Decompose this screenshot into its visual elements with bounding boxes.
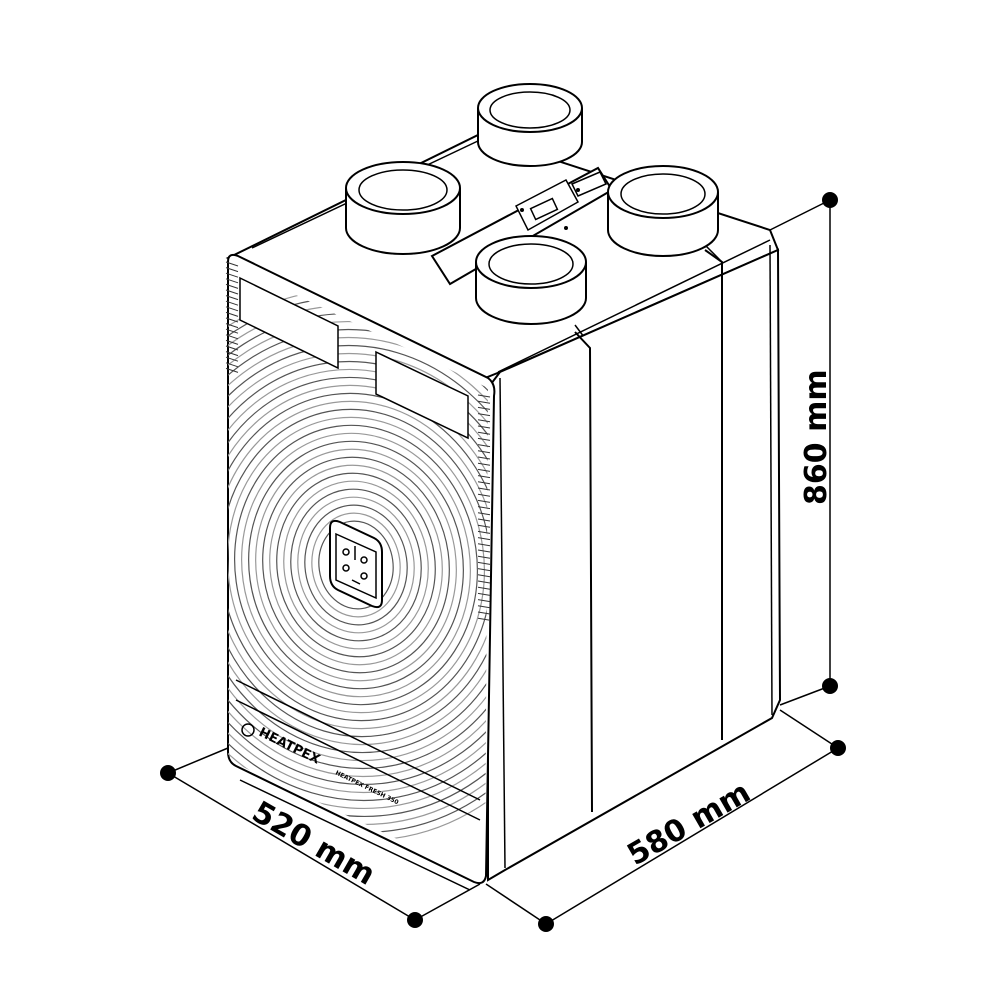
ring (228, 305, 488, 825)
ring (297, 496, 415, 634)
fin (225, 339, 239, 345)
fin (225, 362, 239, 368)
control-panel-icon[interactable] (329, 519, 383, 609)
fin (477, 568, 491, 572)
fin (477, 549, 491, 553)
fin (477, 561, 491, 565)
ring (228, 312, 488, 818)
fin (477, 574, 491, 578)
ring (276, 472, 436, 658)
fin (477, 555, 491, 559)
fin (477, 599, 491, 603)
heatpex-logo-icon (241, 723, 255, 737)
fin (477, 468, 491, 472)
fin (477, 605, 491, 609)
fin (225, 261, 239, 267)
ring (228, 416, 486, 714)
ring (248, 440, 464, 690)
fin (225, 367, 239, 373)
fin (225, 311, 239, 317)
fin (477, 475, 491, 479)
ring (262, 456, 450, 674)
side-face (487, 244, 782, 882)
fin (477, 419, 491, 423)
fin (477, 518, 491, 522)
ring (255, 448, 457, 682)
fin (477, 400, 491, 404)
fin (477, 512, 491, 516)
ring (228, 368, 488, 762)
fin (477, 487, 491, 491)
fin (477, 413, 491, 417)
fin (225, 278, 239, 284)
fin (477, 493, 491, 497)
fin (477, 617, 491, 621)
fin (477, 444, 491, 448)
fin (477, 462, 491, 466)
fin (225, 323, 239, 329)
fin (477, 580, 491, 584)
fin (225, 295, 239, 301)
ring (228, 392, 488, 738)
fin (225, 317, 239, 323)
fin (477, 530, 491, 534)
fin (477, 543, 491, 547)
fin (225, 345, 239, 351)
ring (311, 512, 401, 618)
fin (477, 499, 491, 503)
fin (477, 586, 491, 590)
fin (477, 611, 491, 615)
fin (477, 537, 491, 541)
duct-collar-top (477, 83, 583, 167)
height-label: 860 mm (799, 369, 834, 505)
fin (477, 481, 491, 485)
dimension-height: 860 mm (769, 192, 838, 706)
fin (225, 289, 239, 295)
fin (225, 356, 239, 362)
fin (477, 394, 491, 398)
ring (304, 504, 408, 626)
fin (477, 506, 491, 510)
fin (477, 450, 491, 454)
ring (241, 432, 471, 698)
ring (318, 520, 394, 610)
front-face: HEATPEX HEATPEX FRESH 350 (225, 253, 496, 891)
ring (228, 400, 488, 730)
ring (228, 408, 488, 722)
fin (225, 272, 239, 278)
fin (225, 328, 239, 334)
fin (477, 592, 491, 596)
duct-collar-right (607, 165, 719, 257)
fin (225, 351, 239, 357)
ring (234, 424, 478, 706)
fin (225, 267, 239, 273)
fin (477, 425, 491, 429)
side-fins (225, 261, 491, 621)
fin (225, 334, 239, 340)
ring (290, 488, 422, 642)
fin (225, 300, 239, 306)
fin (477, 431, 491, 435)
fin (477, 406, 491, 410)
grille-left (239, 276, 339, 370)
fin (477, 437, 491, 441)
duct-collar-left (345, 161, 461, 255)
grille-right (375, 350, 469, 440)
fin (477, 524, 491, 528)
ring (269, 464, 443, 666)
fin (477, 456, 491, 460)
ring (228, 384, 488, 746)
fin (225, 283, 239, 289)
concentric-ring-pattern (228, 289, 488, 841)
ring (283, 480, 429, 650)
electrical-connector-icon (570, 171, 608, 197)
fin (225, 306, 239, 312)
duct-collar-front (475, 235, 587, 325)
network-port-icon (529, 197, 559, 221)
